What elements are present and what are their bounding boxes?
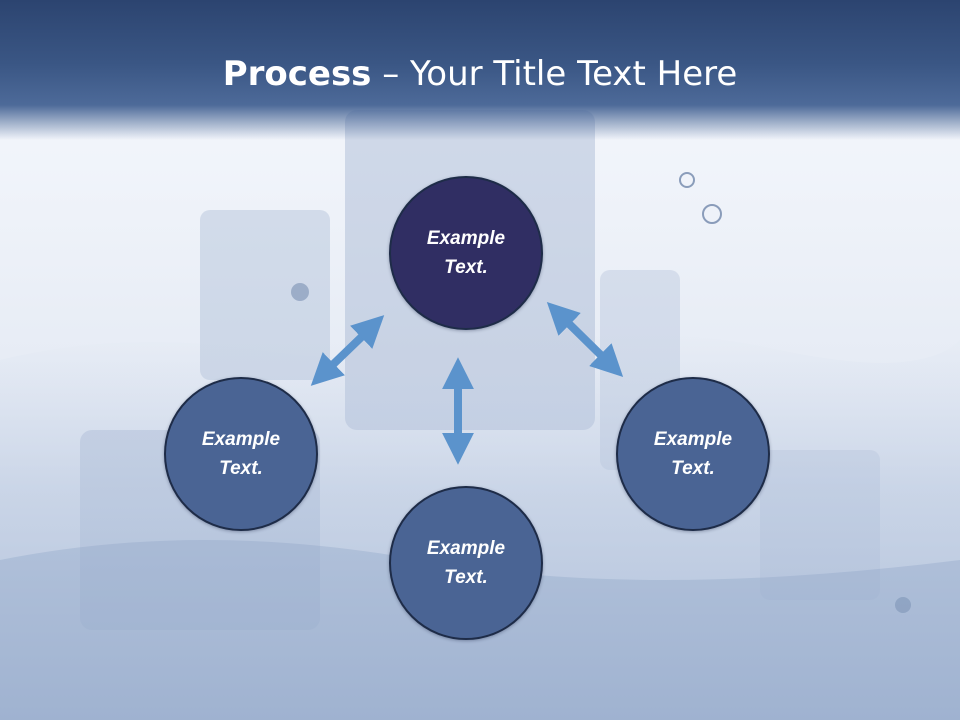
node-bottom-label: Example Text. (426, 538, 506, 588)
node-left: Example Text. (164, 377, 318, 531)
title-rest: – Your Title Text Here (371, 54, 738, 94)
arrow-left-top (310, 315, 385, 386)
node-top-label: Example Text. (426, 228, 506, 278)
node-right-label: Example Text. (653, 429, 733, 479)
node-bottom: Example Text. (389, 486, 543, 640)
arrow-top-right (546, 302, 624, 377)
title-bold: Process (222, 54, 372, 94)
node-left-label: Example Text. (201, 429, 281, 479)
slide-title: Process – Your Title Text Here (0, 52, 960, 96)
node-right: Example Text. (616, 377, 770, 531)
title-bar (0, 0, 960, 140)
node-top: Example Text. (389, 176, 543, 330)
